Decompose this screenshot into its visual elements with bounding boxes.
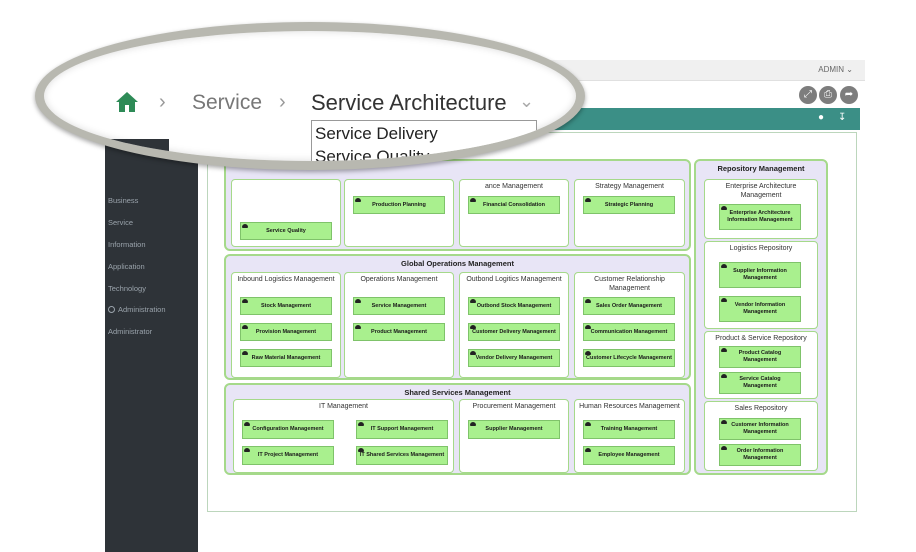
breadcrumb-separator: › [159,91,166,113]
box-service-catalog-management[interactable]: Service Catalog Management [719,372,801,394]
subgroup-title: Logistics Repository [729,245,793,252]
subgroup-inbound: Inbound Logistics Management Stock Manag… [231,272,341,378]
subgroup-outbound: Outbond Logitics Management Outbond Stoc… [459,272,569,378]
repository-group: Repository Management Enterprise Archite… [694,159,828,475]
subgroup-hr: Human Resources Management Training Mana… [574,399,685,473]
box-order-information-management[interactable]: Order Information Management [719,444,801,466]
box-stock-management[interactable]: Stock Management [240,297,332,315]
subgroup-title: Strategy Management [595,183,664,190]
subgroup-title: Procurement Management [472,403,556,410]
sidebar-item-information[interactable]: Information [108,240,146,249]
expand-icon[interactable]: ⤢ [799,86,817,104]
download-icon[interactable]: ↧ [838,112,847,123]
box-financial-consolidation[interactable]: Financial Consolidation [468,196,560,214]
sidebar-item-technology[interactable]: Technology [108,284,146,293]
box-vendor-delivery-management[interactable]: Vendor Delivery Management [468,349,560,367]
shared-services-group: Shared Services Management IT Management… [224,383,691,475]
box-strategic-planning[interactable]: Strategic Planning [583,196,675,214]
breadcrumb-separator: › [279,91,286,113]
box-outbond-stock-management[interactable]: Outbond Stock Management [468,297,560,315]
box-product-catalog-management[interactable]: Product Catalog Management [719,346,801,368]
box-employee-management[interactable]: Employee Management [583,446,675,465]
chevron-down-icon: ⌄ [846,65,853,74]
breadcrumb-current[interactable]: Service Architecture [311,90,507,115]
box-configuration-management[interactable]: Configuration Management [242,420,334,439]
magnifier-lens: › Service › Service Architecture ⌄ Servi… [35,22,585,170]
subgroup-title: Inbound Logistics Management [237,276,335,283]
sidebar-item-application[interactable]: Application [108,262,145,271]
subgroup-ea: Enterprise Architecture Management Enter… [704,179,818,239]
box-provision-management[interactable]: Provision Management [240,323,332,341]
subgroup-title: Operations Management [360,276,438,283]
user-name: ADMIN [818,65,845,74]
dropdown-item-service-delivery[interactable]: Service Delivery [315,124,438,143]
group-title: Global Operations Management [401,259,514,268]
group-title: Shared Services Management [404,388,511,397]
chevron-down-icon[interactable]: ⌄ [519,91,535,111]
subgroup-crm: Customer Relationship Management Sales O… [574,272,685,378]
box-sales-order-management[interactable]: Sales Order Management [583,297,675,315]
box-production-planning[interactable]: Production Planning [353,196,445,214]
sidebar-item-administrator[interactable]: Administrator [108,327,153,336]
subgroup-logistics-repo: Logistics Repository Supplier Informatio… [704,241,818,329]
subgroup-procurement: Procurement Management Supplier Manageme… [459,399,569,473]
business-group: Service Quality Production Planning ance… [224,159,691,251]
subgroup-operations: Operations Management Service Management… [344,272,454,378]
box-vendor-information-management[interactable]: Vendor Information Management [719,296,801,322]
breadcrumb-dropdown: Service Delivery Service Quality [311,120,537,166]
dropdown-item-service-quality[interactable]: Service Quality [315,147,430,166]
user-menu[interactable]: ADMIN ⌄ [818,65,853,74]
subgroup: Production Planning [344,179,454,247]
box-customer-information-management[interactable]: Customer Information Management [719,418,801,440]
box-it-shared-services-management[interactable]: IT Shared Services Management [356,446,448,465]
share-icon[interactable]: ➦ [840,86,858,104]
subgroup-title: Customer Relationship Management [594,276,665,292]
pin-icon[interactable]: ● [818,112,825,123]
subgroup-title: IT Management [319,403,368,410]
box-product-management[interactable]: Product Management [353,323,445,341]
box-service-management[interactable]: Service Management [353,297,445,315]
box-training-management[interactable]: Training Management [583,420,675,439]
subgroup-title: Outbond Logitics Management [466,276,562,283]
box-service-quality[interactable]: Service Quality [240,222,332,240]
sidebar: Business Service Information Application… [105,128,198,552]
subgroup-title: ance Management [485,183,543,190]
box-supplier-information-management[interactable]: Supplier Information Management [719,262,801,288]
box-supplier-management[interactable]: Supplier Management [468,420,560,439]
box-customer-lifecycle-management[interactable]: Customer Lifecycle Management [583,349,675,367]
subgroup: Service Quality [231,179,341,247]
subgroup-sales-repo: Sales Repository Customer Information Ma… [704,401,818,471]
box-customer-delivery-management[interactable]: Customer Delivery Management [468,323,560,341]
gear-icon [108,306,115,313]
group-title: Repository Management [717,164,805,173]
subgroup-title: Product & Service Repository [715,335,807,342]
box-it-support-management[interactable]: IT Support Management [356,420,448,439]
subgroup-title: Enterprise Architecture Management [725,183,797,199]
subgroup-title: Sales Repository [734,405,788,412]
subgroup-it: IT Management Configuration Management I… [233,399,454,473]
subgroup-title: Human Resources Management [579,403,680,410]
box-communication-management[interactable]: Communication Management [583,323,675,341]
subgroup-product-repo: Product & Service Repository Product Cat… [704,331,818,399]
sidebar-item-service[interactable]: Service [108,218,134,227]
sidebar-item-business[interactable]: Business [108,196,139,205]
print-icon[interactable]: ⎙ [819,86,837,104]
subgroup-finance: ance Management Financial Consolidation [459,179,569,247]
box-it-project-management[interactable]: IT Project Management [242,446,334,465]
breadcrumb-service[interactable]: Service [192,91,263,114]
sidebar-zoomed [109,139,169,161]
home-icon[interactable] [115,91,139,113]
subgroup-strategy: Strategy Management Strategic Planning [574,179,685,247]
box-raw-material-management[interactable]: Raw Material Management [240,349,332,367]
sidebar-item-administration[interactable]: Administration [108,305,166,314]
box-ea-information-management[interactable]: Enterprise Architecture Information Mana… [719,204,801,230]
global-operations-group: Global Operations Management Inbound Log… [224,254,691,380]
